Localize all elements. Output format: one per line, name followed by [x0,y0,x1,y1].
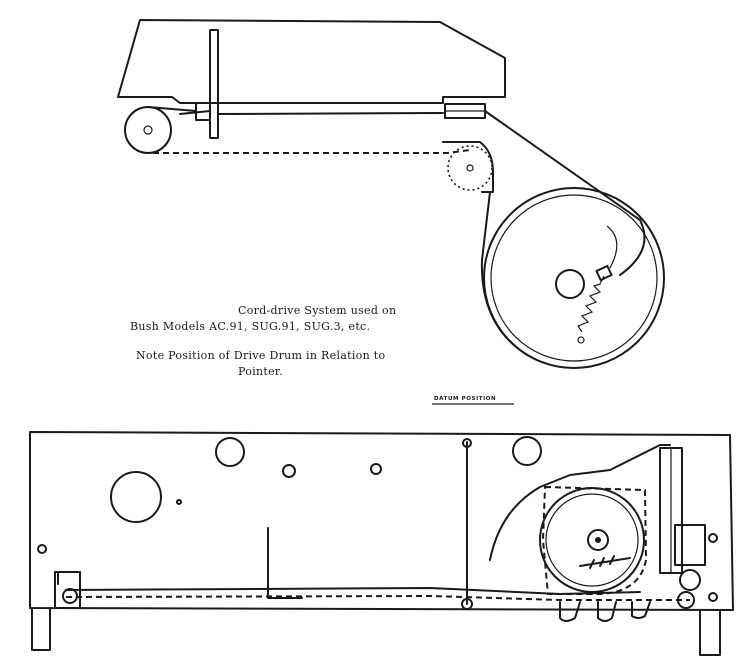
hole-tiny [176,499,182,505]
bottom-diagram [29,403,734,656]
cord-lower-dashed [153,149,471,154]
spring-anchor [577,336,585,344]
top-chassis [117,19,506,104]
dotted-pulley-hub [466,164,474,172]
foot-right [699,609,721,656]
top-bracket [442,141,494,193]
drum-clip-3 [631,601,651,619]
hole-small-2 [370,463,382,475]
drive-drum-rim [490,194,658,362]
cord-tube-to-drum [480,110,646,351]
cord-upper [147,106,444,115]
drum-guard [541,485,648,595]
hole-left-edge [37,544,47,554]
drive-drum-hub [555,269,585,299]
drive-drum-outer [483,187,665,369]
drum-clip-2 [597,601,617,622]
caption-models: Bush Models AC.91, SUG.91, SUG.3, etc. [130,320,371,333]
bottom-drum-centre [595,537,601,543]
hole-right-bottom [708,592,718,602]
dotted-pulley [447,145,493,191]
bottom-chassis [29,431,734,611]
foot-left [31,607,51,651]
caption-note-end: Pointer. [238,365,284,378]
drum-spring-bottom [579,555,631,569]
bottom-drive-drum [539,487,645,593]
right-block [674,524,706,566]
hole-right-edge [708,533,718,543]
left-pulley-hub [143,125,153,135]
caption-title: Cord-drive System used on [238,304,397,317]
left-pulley-bracket [54,571,81,609]
datum-pointer-top [462,438,472,448]
pointer-bar [209,29,219,139]
bottom-drum-rim [545,493,639,587]
right-pulley-lower [677,591,695,609]
bracket-profile [489,444,671,561]
bottom-cord-dashed [65,594,690,601]
l-bracket [267,527,303,599]
left-pulley [124,106,172,154]
pointer-carrier [179,102,211,121]
bottom-drum-hub [587,529,609,551]
left-small-pulley [62,588,78,604]
datum-position-label: DATUM POSITION [434,396,497,402]
drum-spring [577,275,605,333]
caption-note: Note Position of Drive Drum in Relation … [136,349,386,362]
drum-clip-1 [559,601,581,622]
right-pulley [679,569,701,591]
large-hole [110,471,162,523]
top-diagram [117,19,665,369]
bottom-cord-solid [65,587,641,595]
hole-top-right [512,436,542,466]
hole-top-left [215,437,245,467]
drum-cord-inner [606,225,618,269]
spring-clip [595,264,613,282]
hole-small-1 [282,464,296,478]
